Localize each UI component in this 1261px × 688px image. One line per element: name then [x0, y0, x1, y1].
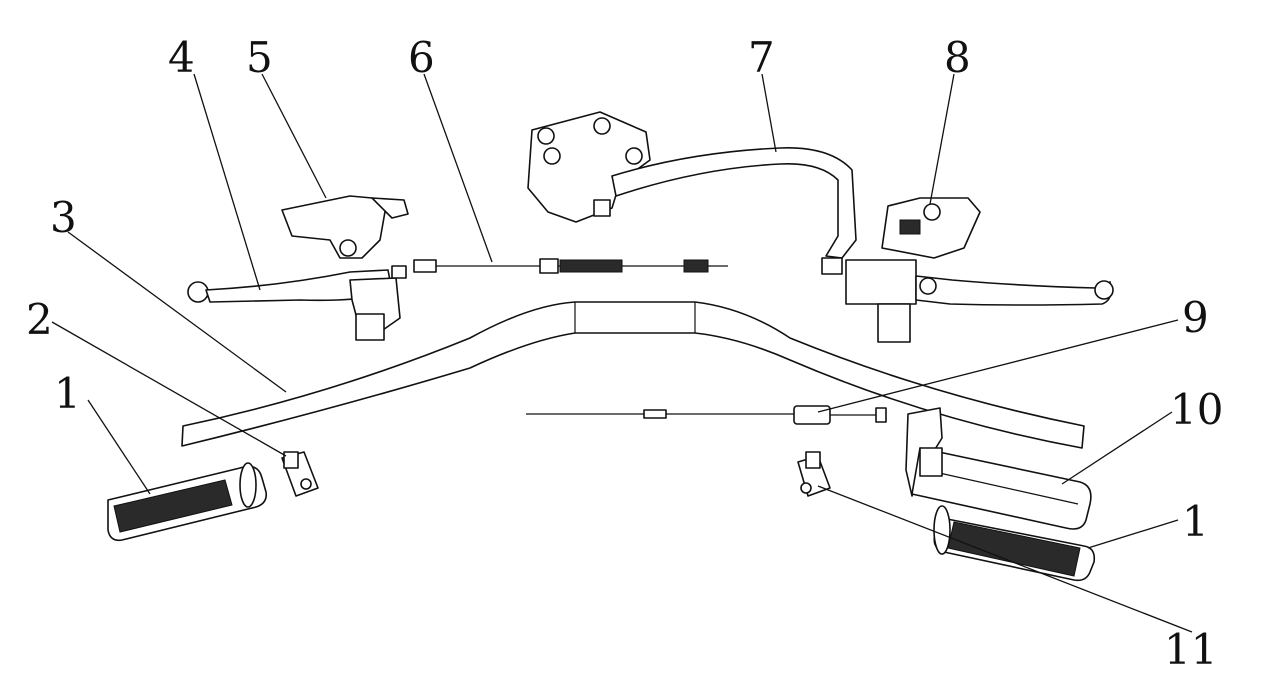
throttle-cable [526, 405, 887, 425]
left-grip [107, 462, 268, 542]
brake-caliper-hose [527, 111, 857, 275]
callout-2: 2 [26, 295, 53, 344]
right-grip [933, 505, 1096, 582]
master-cylinder-cover [881, 197, 981, 259]
left-lever [187, 265, 407, 341]
handlebar [181, 301, 1085, 449]
callout-1-right: 1 [1182, 497, 1209, 546]
callout-7: 7 [748, 33, 775, 82]
right-brake-lever [845, 259, 1114, 343]
callout-6: 6 [408, 33, 435, 82]
callout-4: 4 [168, 33, 195, 82]
callout-1-left: 1 [54, 369, 81, 418]
left-lever-bracket [281, 195, 409, 259]
leader-lines [51, 73, 1193, 633]
right-switch-block [797, 451, 831, 497]
callout-11: 11 [1164, 625, 1217, 674]
callout-3: 3 [50, 193, 77, 242]
clutch-cable [413, 258, 728, 274]
callout-5: 5 [246, 33, 273, 82]
throttle-housing [905, 407, 1092, 530]
callout-labels: 1 2 3 4 5 6 7 8 9 10 1 11 [26, 33, 1223, 674]
callout-8: 8 [944, 33, 971, 82]
left-switch-block [281, 451, 319, 497]
callout-10: 10 [1170, 385, 1223, 434]
callout-9: 9 [1182, 293, 1209, 342]
